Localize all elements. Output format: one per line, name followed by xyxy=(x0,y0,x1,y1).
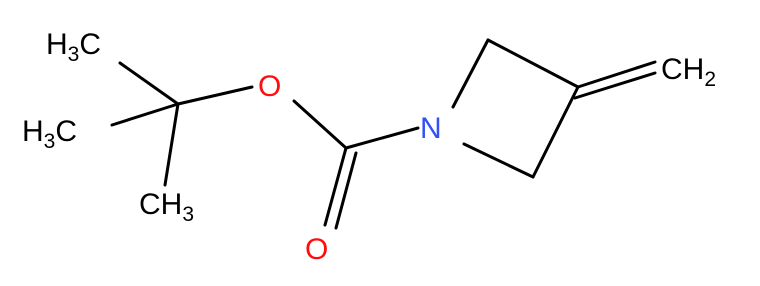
bond-methyl-mid xyxy=(110,102,180,127)
methyl-mid-subscript: 3 xyxy=(44,130,56,153)
bond-carbonyl-double-b xyxy=(334,151,358,230)
bond-oxygen-carbonyl xyxy=(292,99,348,150)
methyl-mid-carbon: C xyxy=(55,115,77,148)
methyl-bottom-subscript: 3 xyxy=(182,203,194,226)
bond-carbonyl-double-a xyxy=(323,146,348,227)
methyl-bottom-prefix: CH xyxy=(139,188,182,221)
methyl-top-label: H3C xyxy=(46,28,101,66)
bond-methyl-top xyxy=(118,61,180,106)
methyl-top-carbon: C xyxy=(79,28,101,61)
bond-methylene-double-b xyxy=(573,71,657,100)
bond-ring-right-bottom xyxy=(531,85,580,179)
carbonyl-oxygen-label: O xyxy=(305,233,328,266)
methylene-prefix: CH xyxy=(661,53,704,86)
bond-ring-top-right xyxy=(486,38,580,89)
methyl-top-element: H xyxy=(46,28,68,61)
ester-oxygen-label: O xyxy=(258,70,281,103)
methyl-mid-label: H3C xyxy=(22,115,77,153)
methyl-top-subscript: 3 xyxy=(68,43,80,66)
bond-quaternary-oxygen xyxy=(176,85,254,106)
nitrogen-label: N xyxy=(420,112,442,145)
methyl-bottom-label: CH3 xyxy=(139,188,194,226)
methylene-label: CH2 xyxy=(661,53,716,91)
bond-methylene-double-a xyxy=(576,60,657,89)
methylene-subscript: 2 xyxy=(704,68,716,91)
methyl-mid-element: H xyxy=(22,115,44,148)
bond-ring-bottom-n xyxy=(462,142,535,179)
bond-carbonyl-nitrogen xyxy=(344,126,420,150)
bond-ring-n-top xyxy=(451,38,490,109)
bond-methyl-bottom xyxy=(163,102,180,187)
